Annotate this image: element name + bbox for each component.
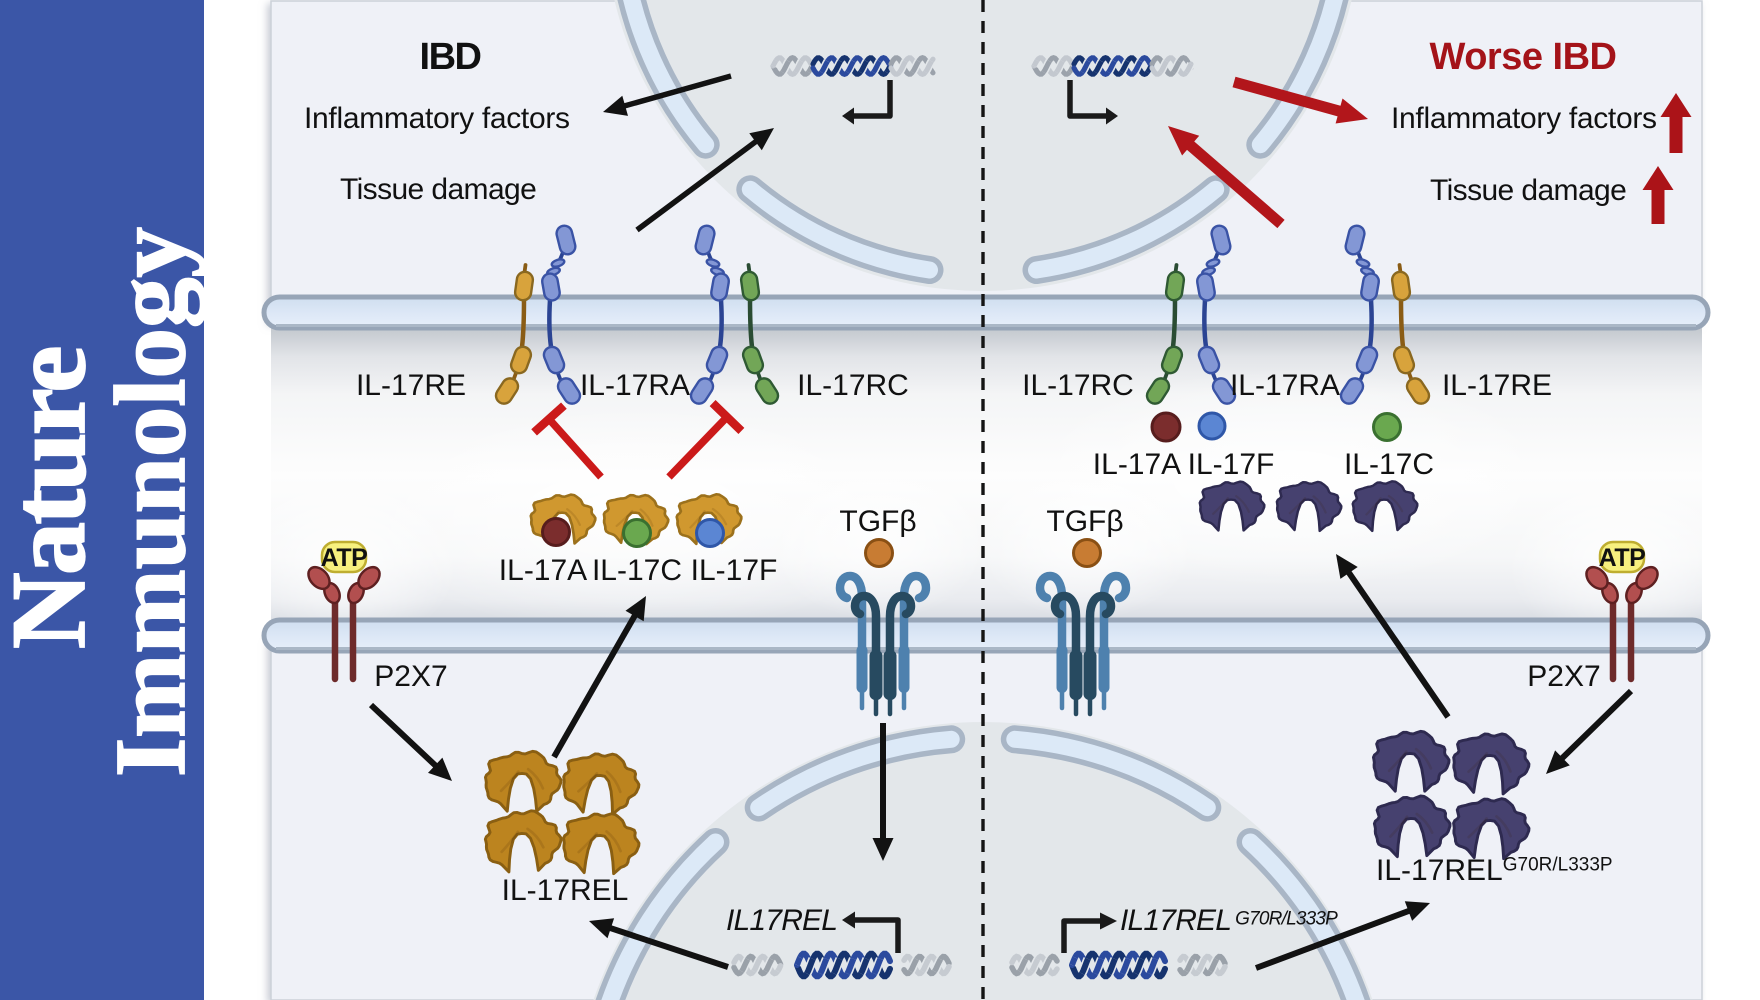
- svg-text:P2X7: P2X7: [1527, 660, 1600, 693]
- svg-text:IBD: IBD: [420, 36, 481, 78]
- svg-text:Tissue damage: Tissue damage: [340, 173, 536, 206]
- svg-text:IL-17A: IL-17A: [1093, 448, 1181, 481]
- svg-text:TGFβ: TGFβ: [839, 505, 916, 538]
- svg-text:TGFβ: TGFβ: [1046, 505, 1123, 538]
- svg-text:IL-17RC: IL-17RC: [1022, 369, 1134, 402]
- svg-text:Immunology: Immunology: [94, 227, 206, 777]
- svg-text:IL-17RE: IL-17RE: [356, 369, 466, 402]
- svg-text:IL-17REL: IL-17REL: [502, 874, 629, 907]
- svg-text:IL-17C: IL-17C: [1344, 448, 1434, 481]
- svg-text:IL-17RC: IL-17RC: [797, 369, 909, 402]
- svg-text:IL-17A: IL-17A: [499, 554, 587, 587]
- svg-text:IL-17RA: IL-17RA: [1230, 369, 1340, 402]
- svg-text:P2X7: P2X7: [374, 660, 447, 693]
- svg-text:IL-17RE: IL-17RE: [1442, 369, 1552, 402]
- svg-text:IL-17F: IL-17F: [691, 554, 778, 587]
- svg-text:Worse IBD: Worse IBD: [1430, 36, 1617, 78]
- svg-text:Inflammatory factors: Inflammatory factors: [1391, 102, 1657, 135]
- svg-text:IL17REL: IL17REL: [726, 904, 837, 937]
- svg-text:Inflammatory factors: Inflammatory factors: [304, 102, 570, 135]
- svg-text:IL-17F: IL-17F: [1188, 448, 1275, 481]
- svg-text:IL-17RA: IL-17RA: [580, 369, 690, 402]
- svg-text:Tissue damage: Tissue damage: [1430, 174, 1626, 207]
- svg-text:Nature: Nature: [0, 348, 107, 649]
- svg-text:IL-17C: IL-17C: [592, 554, 682, 587]
